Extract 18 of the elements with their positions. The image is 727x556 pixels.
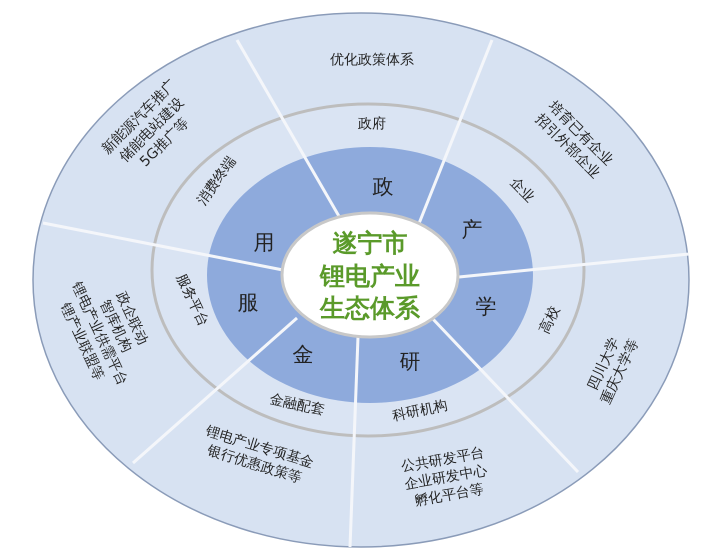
sector-label: 服	[238, 289, 258, 316]
center-title: 锂电产业	[320, 260, 420, 292]
ring-label: 科研机构	[390, 396, 450, 426]
ring-label: 服务平台	[172, 270, 212, 330]
ring-label: 高校	[536, 303, 564, 337]
ring-label: 金融配套	[268, 390, 326, 420]
sector-label: 学	[476, 293, 496, 320]
ring-label: 企业	[506, 174, 538, 206]
sector-label: 研	[400, 348, 420, 376]
outer-text: 优化政策体系	[330, 50, 414, 70]
ring-label: 政府	[358, 114, 386, 134]
ring-label: 消费终端	[194, 152, 240, 210]
center-title: 生态体系	[320, 292, 420, 324]
sector-label: 用	[254, 229, 274, 256]
center-title: 遂宁市	[332, 227, 408, 260]
sector-label: 政	[372, 173, 394, 200]
sector-label: 金	[292, 341, 314, 368]
sector-label: 产	[462, 216, 482, 244]
